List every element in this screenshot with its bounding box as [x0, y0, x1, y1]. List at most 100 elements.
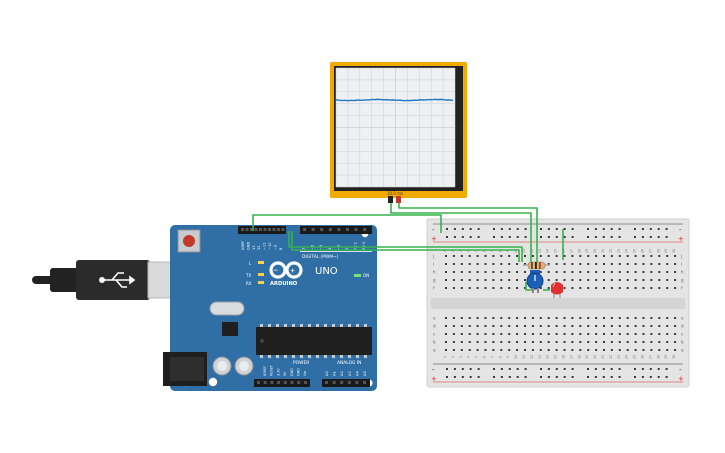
breadboard-hole[interactable] [674, 287, 677, 289]
breadboard-hole[interactable] [674, 341, 677, 343]
breadboard-hole[interactable] [524, 263, 526, 265]
breadboard-hole[interactable] [618, 271, 621, 273]
breadboard-hole[interactable] [500, 236, 503, 238]
breadboard-hole[interactable] [476, 341, 479, 343]
breadboard-hole[interactable] [618, 349, 621, 351]
breadboard-hole[interactable] [642, 263, 645, 265]
breadboard-hole[interactable] [563, 317, 566, 319]
digital-header-right[interactable] [300, 226, 372, 234]
breadboard-hole[interactable] [649, 228, 652, 230]
breadboard-hole[interactable] [484, 317, 487, 319]
breadboard-hole[interactable] [563, 255, 566, 257]
breadboard-hole[interactable] [603, 263, 605, 265]
breadboard-hole[interactable] [508, 228, 511, 230]
breadboard-hole[interactable] [594, 376, 597, 378]
header-hole[interactable] [259, 228, 262, 231]
breadboard-hole[interactable] [476, 287, 479, 289]
breadboard-hole[interactable] [579, 333, 582, 335]
breadboard-hole[interactable] [666, 279, 669, 281]
breadboard-hole[interactable] [563, 287, 566, 289]
breadboard-hole[interactable] [508, 333, 511, 335]
breadboard-hole[interactable] [595, 271, 598, 273]
header-hole[interactable] [297, 381, 301, 384]
breadboard-hole[interactable] [595, 263, 598, 265]
breadboard-hole[interactable] [650, 287, 653, 289]
breadboard-hole[interactable] [500, 341, 503, 343]
header-hole[interactable] [245, 228, 249, 231]
breadboard-hole[interactable] [524, 341, 526, 343]
breadboard-hole[interactable] [666, 341, 669, 343]
breadboard-hole[interactable] [508, 287, 511, 289]
breadboard-hole[interactable] [461, 236, 464, 238]
breadboard-hole[interactable] [446, 376, 448, 378]
breadboard-hole[interactable] [508, 317, 511, 319]
breadboard-hole[interactable] [658, 271, 661, 273]
breadboard-hole[interactable] [445, 349, 447, 351]
breadboard-hole[interactable] [468, 317, 471, 319]
breadboard-hole[interactable] [634, 279, 637, 281]
breadboard-hole[interactable] [594, 236, 597, 238]
breadboard-hole[interactable] [571, 287, 574, 289]
header-hole[interactable] [257, 381, 260, 384]
wire-pin-9-to-breadboard[interactable] [291, 231, 520, 262]
breadboard-hole[interactable] [603, 349, 605, 351]
breadboard-hole[interactable] [531, 333, 534, 335]
breadboard-hole[interactable] [524, 228, 527, 230]
breadboard-hole[interactable] [618, 317, 621, 319]
breadboard-hole[interactable] [492, 333, 495, 335]
breadboard-hole[interactable] [587, 368, 589, 370]
breadboard-hole[interactable] [595, 325, 598, 327]
breadboard-hole[interactable] [674, 317, 677, 319]
breadboard-hole[interactable] [484, 279, 487, 281]
breadboard-hole[interactable] [571, 325, 574, 327]
breadboard-hole[interactable] [492, 279, 495, 281]
breadboard-hole[interactable] [658, 341, 661, 343]
breadboard-hole[interactable] [445, 341, 447, 343]
breadboard-hole[interactable] [452, 287, 455, 289]
breadboard-hole[interactable] [618, 333, 621, 335]
breadboard-hole[interactable] [445, 263, 447, 265]
breadboard-hole[interactable] [539, 325, 542, 327]
breadboard-hole[interactable] [452, 279, 455, 281]
header-hole[interactable] [303, 381, 307, 384]
breadboard-hole[interactable] [650, 263, 653, 265]
breadboard-hole[interactable] [547, 236, 550, 238]
breadboard-hole[interactable] [492, 341, 495, 343]
breadboard-hole[interactable] [524, 376, 527, 378]
breadboard-hole[interactable] [468, 349, 471, 351]
oscilloscope[interactable]: 4.0 V 10.0 ms [330, 62, 467, 203]
breadboard-hole[interactable] [446, 368, 448, 370]
breadboard-hole[interactable] [626, 255, 629, 257]
breadboard-hole[interactable] [452, 255, 455, 257]
breadboard-hole[interactable] [610, 287, 613, 289]
breadboard-hole[interactable] [547, 263, 550, 265]
breadboard-hole[interactable] [524, 317, 526, 319]
breadboard-hole[interactable] [571, 349, 574, 351]
breadboard-hole[interactable] [461, 376, 464, 378]
breadboard-hole[interactable] [603, 279, 605, 281]
breadboard-hole[interactable] [445, 255, 447, 257]
breadboard-hole[interactable] [666, 317, 669, 319]
breadboard-hole[interactable] [610, 317, 613, 319]
breadboard-hole[interactable] [500, 333, 503, 335]
breadboard-hole[interactable] [594, 368, 597, 370]
breadboard-hole[interactable] [634, 368, 636, 370]
breadboard-hole[interactable] [516, 341, 519, 343]
breadboard-hole[interactable] [492, 271, 495, 273]
breadboard-hole[interactable] [626, 349, 629, 351]
breadboard-hole[interactable] [460, 349, 463, 351]
breadboard-hole[interactable] [477, 368, 480, 370]
breadboard-hole[interactable] [547, 271, 550, 273]
breadboard-hole[interactable] [587, 271, 590, 273]
breadboard-hole[interactable] [642, 287, 645, 289]
header-hole[interactable] [332, 381, 336, 384]
breadboard-hole[interactable] [587, 317, 590, 319]
header-hole[interactable] [268, 228, 271, 231]
breadboard-hole[interactable] [484, 349, 487, 351]
header-hole[interactable] [328, 228, 332, 231]
header-hole[interactable] [303, 228, 306, 231]
breadboard-hole[interactable] [516, 255, 519, 257]
header-hole[interactable] [263, 228, 267, 231]
power-header[interactable] [254, 379, 310, 387]
